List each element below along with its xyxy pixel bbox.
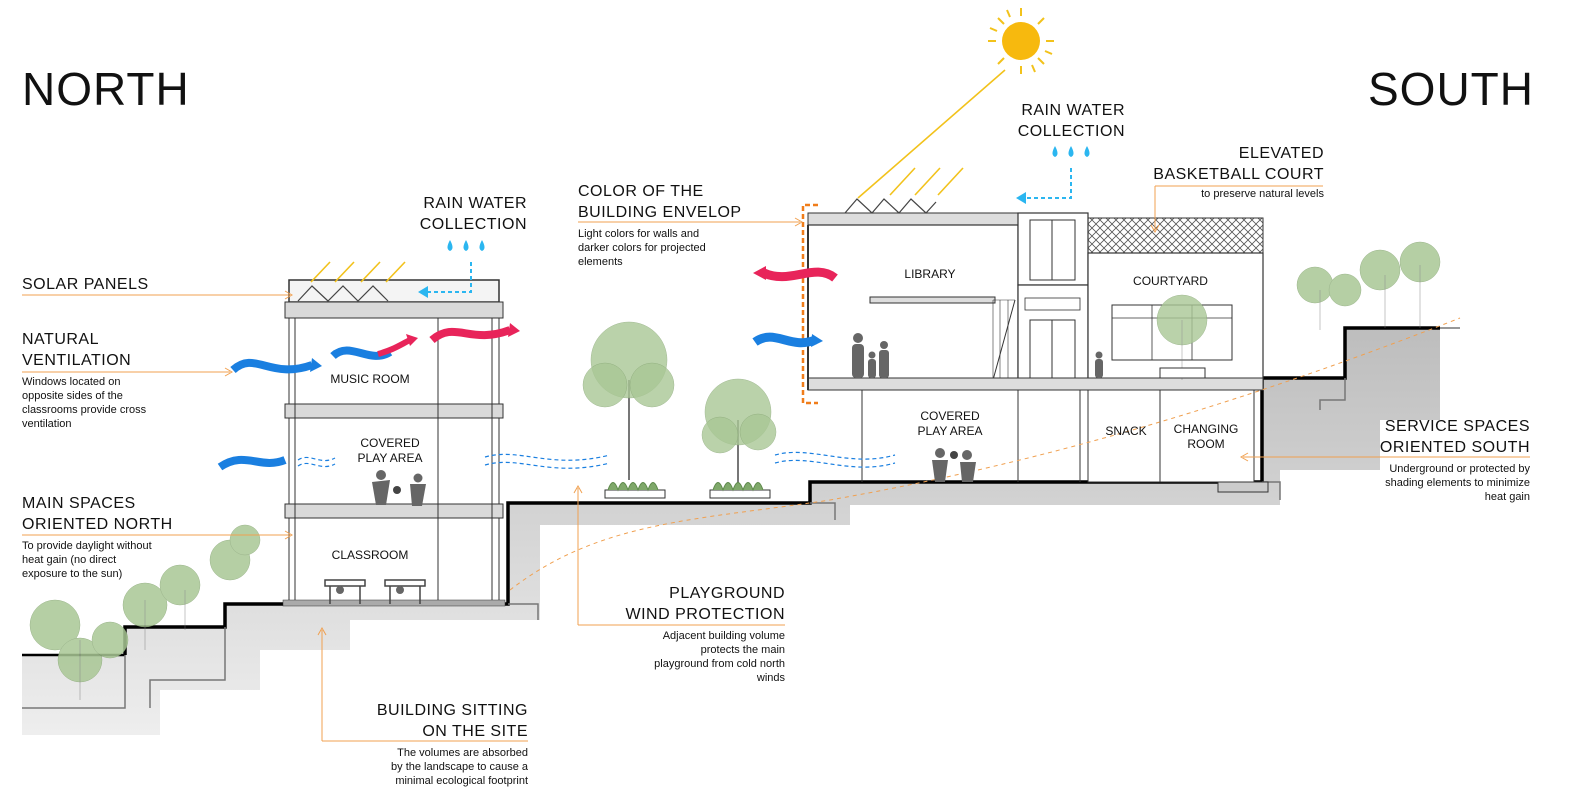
rain-water-right-label: RAIN WATER COLLECTION [1000, 100, 1125, 142]
rain-arrow-left [425, 262, 472, 293]
rain-right-line-1: RAIN WATER [1021, 102, 1125, 119]
main-spaces-text-2: heat gain (no direct [22, 554, 117, 566]
rain-right-line-2: COLLECTION [1017, 123, 1125, 140]
sun-rays [310, 69, 1006, 283]
main-spaces-title-1: MAIN SPACES [22, 495, 136, 512]
rain-left-line-1: RAIN WATER [423, 195, 527, 212]
service-text-2: shading elements to minimize [1385, 477, 1530, 489]
trees-left-slope [29, 524, 261, 700]
natural-ventilation-block: NATURAL VENTILATION Windows located on o… [22, 329, 222, 431]
solar-panels-label: SOLAR PANELS [22, 276, 149, 293]
rain-drops-right [1052, 146, 1090, 157]
main-spaces-title-2: ORIENTED NORTH [22, 516, 173, 533]
envelope-text-2: darker colors for projected [578, 242, 706, 254]
room-changing-1: CHANGING [1173, 422, 1239, 436]
room-classroom: CLASSROOM [331, 548, 409, 562]
trees [29, 241, 1441, 700]
sun-icon [988, 8, 1054, 74]
room-music: MUSIC ROOM [330, 372, 410, 386]
envelope-text-1: Light colors for walls and [578, 228, 700, 240]
main-spaces-text-3: exposure to the sun) [22, 568, 123, 580]
main-spaces-block: MAIN SPACES ORIENTED NORTH To provide da… [22, 493, 222, 581]
left-building [282, 279, 506, 607]
room-covered-right-2: PLAY AREA [917, 424, 983, 438]
children-play-left [372, 470, 426, 506]
north-label: NORTH [22, 63, 190, 115]
playground-text-1: Adjacent building volume [662, 630, 785, 642]
tree-large-center [582, 321, 675, 480]
room-library: LIBRARY [904, 267, 956, 281]
room-changing: CHANGING ROOM [1166, 422, 1246, 452]
basketball-title-2: BASKETBALL COURT [1153, 166, 1324, 183]
ventilation-title-1: NATURAL [22, 331, 99, 348]
envelope-title-2: BUILDING ENVELOP [578, 204, 742, 221]
basketball-text: to preserve natural levels [1201, 188, 1324, 200]
ventilation-text-2: opposite sides of the [22, 390, 123, 402]
room-courtyard: COURTYARD [1133, 274, 1208, 288]
room-covered-left-1: COVERED [360, 436, 420, 450]
service-spaces-block: SERVICE SPACES ORIENTED SOUTH Undergroun… [1330, 416, 1530, 504]
ventilation-text-4: ventilation [22, 418, 72, 430]
playground-title-2: WIND PROTECTION [625, 606, 785, 623]
basketball-title-1: ELEVATED [1238, 145, 1324, 162]
tree-medium-center [701, 378, 777, 485]
leader-lines [22, 185, 1530, 742]
playground-text-2: protects the main [700, 644, 785, 656]
sitting-block: BUILDING SITTING ON THE SITE The volumes… [328, 700, 528, 788]
ventilation-title-2: VENTILATION [22, 352, 132, 369]
solar-panels-right [844, 198, 937, 214]
playground-text-4: winds [756, 672, 785, 684]
rain-left-line-2: COLLECTION [419, 216, 527, 233]
envelope-title-1: COLOR OF THE [578, 183, 704, 200]
wind-line [509, 317, 1461, 591]
room-covered-left-2: PLAY AREA [357, 451, 423, 465]
children-play-right [932, 448, 976, 482]
sitting-text-1: The volumes are absorbed [397, 747, 528, 759]
sitting-title-2: ON THE SITE [422, 723, 528, 740]
main-spaces-text-1: To provide daylight without [22, 540, 152, 552]
envelope-highlight [801, 203, 818, 405]
planters [604, 367, 1206, 499]
air-flows [217, 266, 896, 471]
service-title-1: SERVICE SPACES [1384, 418, 1530, 435]
sitting-title-1: BUILDING SITTING [376, 702, 528, 719]
playground-title-1: PLAYGROUND [669, 585, 785, 602]
south-label: SOUTH [1368, 63, 1534, 115]
basketball-block: ELEVATED BASKETBALL COURT to preserve na… [1120, 143, 1324, 201]
ventilation-text-3: classrooms provide cross [22, 404, 147, 416]
room-covered-right-1: COVERED [920, 409, 980, 423]
ground-shadow-steps [22, 327, 1460, 709]
service-text-3: heat gain [1484, 491, 1530, 503]
service-text-1: Underground or protected by [1389, 463, 1530, 475]
sitting-text-3: minimal ecological footprint [395, 775, 528, 787]
rain-drops-left [447, 240, 485, 251]
ventilation-text-1: Windows located on [22, 376, 121, 388]
right-building [807, 212, 1269, 493]
envelope-text-3: elements [578, 256, 623, 268]
room-covered-right: COVERED PLAY AREA [890, 409, 1010, 439]
people [324, 333, 1103, 604]
sitting-text-2: by the landscape to cause a [391, 761, 528, 773]
people-library [852, 333, 1103, 378]
service-title-2: ORIENTED SOUTH [1379, 439, 1530, 456]
room-covered-left: COVERED PLAY AREA [330, 436, 450, 466]
classroom-desks [324, 579, 426, 604]
rain-water-left-label: RAIN WATER COLLECTION [400, 193, 527, 235]
envelope-block: COLOR OF THE BUILDING ENVELOP Light colo… [578, 181, 758, 269]
trees-right-slope [1296, 241, 1441, 330]
room-snack: SNACK [1105, 424, 1147, 438]
playground-text-3: playground from cold north [654, 658, 785, 670]
solar-panels-left [297, 285, 389, 302]
room-changing-2: ROOM [1187, 437, 1225, 451]
rain-arrow-right [1022, 168, 1072, 199]
playground-block: PLAYGROUND WIND PROTECTION Adjacent buil… [585, 583, 786, 685]
